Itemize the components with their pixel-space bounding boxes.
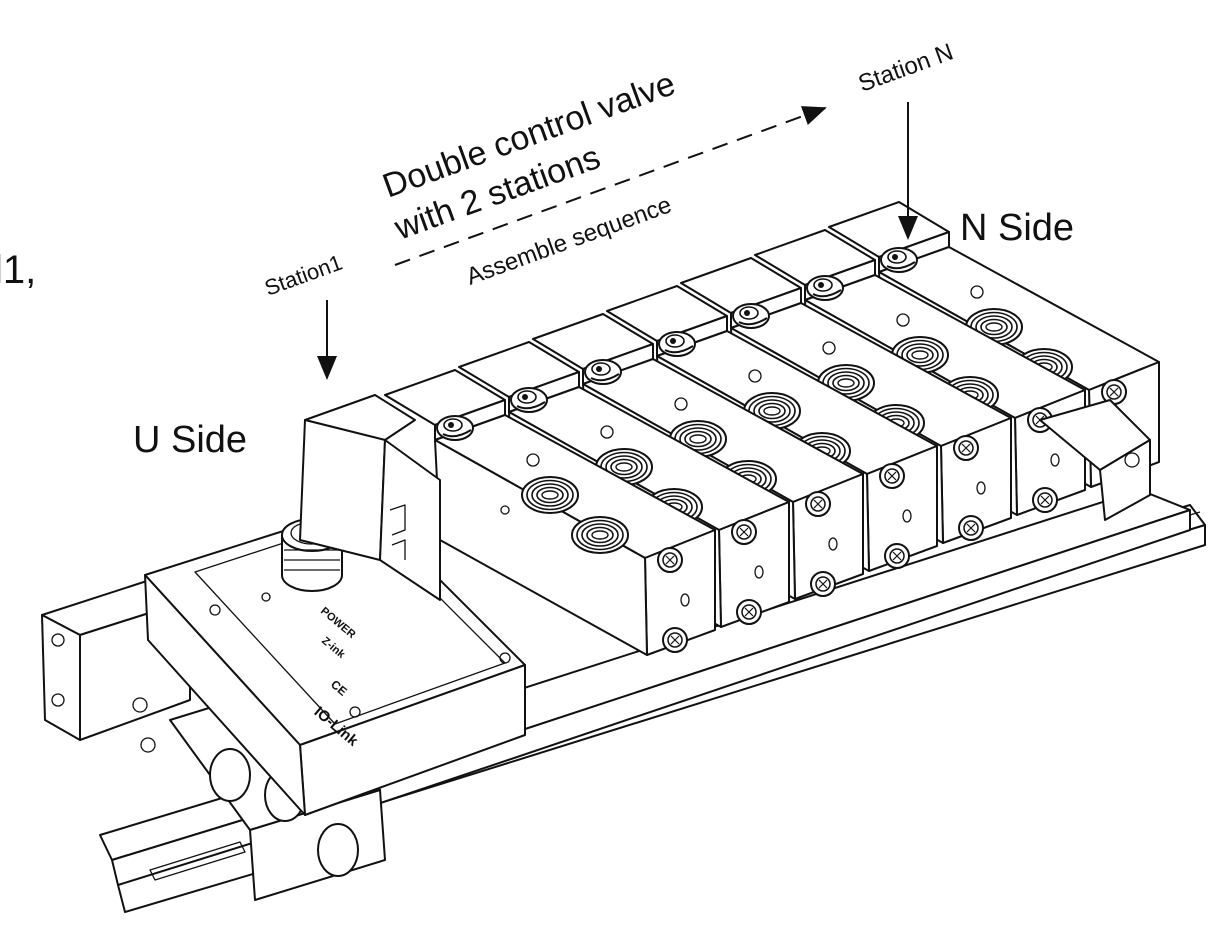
manual-override-icon xyxy=(732,303,770,329)
valve-station-1 xyxy=(384,369,716,656)
valve-stations xyxy=(384,201,1160,656)
screw-icon xyxy=(879,463,905,489)
port-b-icon xyxy=(571,516,629,554)
manual-override-icon xyxy=(658,331,696,357)
power-led-icon xyxy=(261,592,271,602)
screw-icon xyxy=(884,543,910,569)
manual-override-icon xyxy=(806,275,844,301)
screw-icon xyxy=(731,519,757,545)
screw-icon xyxy=(805,491,831,517)
screw-icon xyxy=(657,547,683,573)
station1-label-group: Station1 xyxy=(261,250,345,301)
screw-icon xyxy=(736,599,762,625)
manual-override-icon xyxy=(510,387,548,413)
manual-override-icon xyxy=(880,247,918,273)
screw-icon xyxy=(810,571,836,597)
end-plate-n-side xyxy=(1039,399,1151,521)
screw-icon xyxy=(1032,487,1058,513)
stationN-label-group: Station N xyxy=(855,39,957,98)
stationN-label: Station N xyxy=(855,39,957,98)
cut-off-text: l1, xyxy=(0,248,36,292)
screw-icon xyxy=(958,515,984,541)
end-plate-u-side xyxy=(299,394,441,601)
u-side-label: U Side xyxy=(133,419,247,461)
station1-label: Station1 xyxy=(261,250,345,301)
port-a-icon xyxy=(521,476,579,514)
manual-override-icon xyxy=(436,415,474,441)
io-link-module xyxy=(144,504,526,816)
manual-override-icon xyxy=(584,359,622,385)
screw-icon xyxy=(953,435,979,461)
n-side-label: N Side xyxy=(960,207,1074,249)
screw-icon xyxy=(662,627,688,653)
